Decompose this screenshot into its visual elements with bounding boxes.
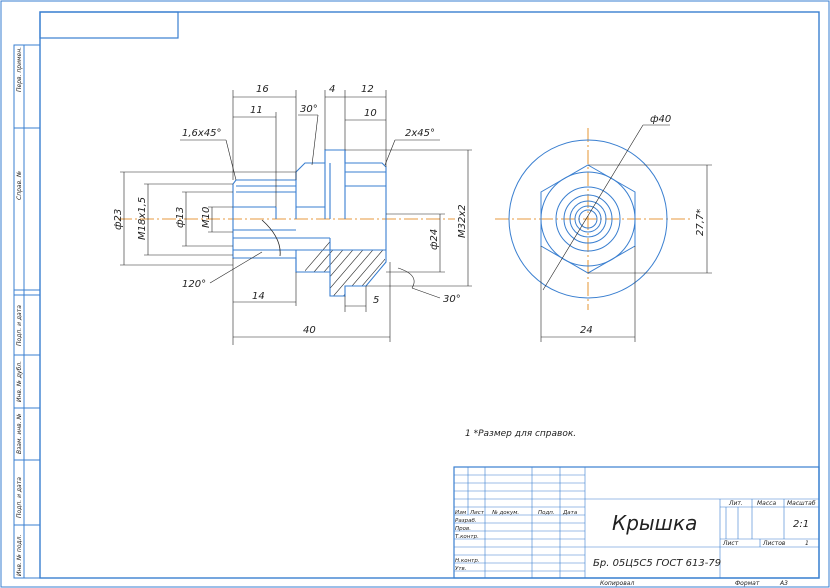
dim-angle-bottom: 30° <box>443 294 461 305</box>
tb-mass-label: Масса <box>757 500 776 507</box>
side-strip: Перв. примен. Справ. № Подп. и дата Инв.… <box>13 44 41 579</box>
tb-hdr-izm: Изм <box>455 510 466 516</box>
side-dimensions <box>540 124 712 342</box>
tb-role-utv: Утв. <box>455 566 467 572</box>
dim-dia24: ф24 <box>429 229 440 250</box>
front-dimensions <box>120 90 472 345</box>
side-outline <box>508 139 668 299</box>
tb-role-nkontr: Н.контр. <box>455 558 480 564</box>
dim-m18: M18x1,5 <box>137 197 148 240</box>
dim-angle120: 120° <box>182 279 206 290</box>
strip-label-sprav: Справ. № <box>16 171 23 200</box>
dim-5: 5 <box>373 295 379 306</box>
dim-dia40: ф40 <box>650 114 671 125</box>
tb-role-prov: Пров. <box>455 526 471 532</box>
strip-label-vzam: Взам. инв. № <box>16 413 23 454</box>
title-block: Изм Лист № докум. Подп. Дата Разраб. Про… <box>453 466 820 587</box>
tb-role-razrab: Разраб. <box>455 518 477 524</box>
dim-14: 14 <box>252 291 265 302</box>
tb-hdr-podp: Подп. <box>538 510 555 516</box>
dim-24: 24 <box>580 325 593 336</box>
dim-chamfer-left: 1,6x45° <box>182 128 222 139</box>
strip-label-perv: Перв. примен. <box>16 47 23 92</box>
tb-format-value: A3 <box>779 580 788 587</box>
tb-format-label: Формат <box>735 580 760 587</box>
dim-dia23: ф23 <box>113 209 124 230</box>
tb-sheet-label: Лист <box>722 540 739 547</box>
tb-role-tkontr: Т.контр. <box>455 534 479 540</box>
tb-sheets-value: 1 <box>805 540 809 547</box>
tb-hdr-list: Лист <box>469 510 485 516</box>
strip-label-podp1: Подп. и дата <box>16 305 23 346</box>
dim-chamfer-right: 2x45° <box>405 128 435 139</box>
tb-scale-label: Масштаб <box>787 500 816 507</box>
dim-40: 40 <box>303 325 316 336</box>
dim-m32: M32x2 <box>457 204 468 238</box>
tb-scale-value: 2:1 <box>793 519 809 530</box>
front-outline <box>232 149 387 219</box>
tb-hdr-doc: № докум. <box>491 510 519 516</box>
part-material: Бр. 05Ц5С5 ГОСТ 613-79 <box>593 558 721 569</box>
strip-label-podl: Инв. № подл. <box>16 535 23 576</box>
part-name: Крышка <box>612 511 697 535</box>
tb-lit-label: Лит. <box>728 500 743 507</box>
front-view: 16 11 4 12 10 1,6x45° 30° 2x45° ф23 M18x… <box>113 84 472 345</box>
dim-dia13: ф13 <box>175 207 186 228</box>
side-view: ф40 27,7* 24 <box>495 114 712 342</box>
dim-27-7: 27,7* <box>695 209 706 236</box>
tb-sheets-label: Листов <box>762 540 786 547</box>
dim-angle-top: 30° <box>300 104 318 115</box>
dim-16: 16 <box>256 84 269 95</box>
strip-label-podp2: Подп. и дата <box>16 477 23 518</box>
dim-10: 10 <box>364 108 377 119</box>
front-section-outline <box>232 219 387 297</box>
dim-4: 4 <box>329 84 335 95</box>
tb-copied-label: Копировал <box>600 580 634 587</box>
tb-hdr-data: Дата <box>562 510 578 516</box>
reference-note: 1 *Размер для справок. <box>465 429 576 439</box>
dim-m10: M10 <box>201 207 212 228</box>
dim-12: 12 <box>361 84 374 95</box>
dim-11: 11 <box>250 105 263 116</box>
strip-label-dubl: Инв. № дубл. <box>16 361 23 402</box>
